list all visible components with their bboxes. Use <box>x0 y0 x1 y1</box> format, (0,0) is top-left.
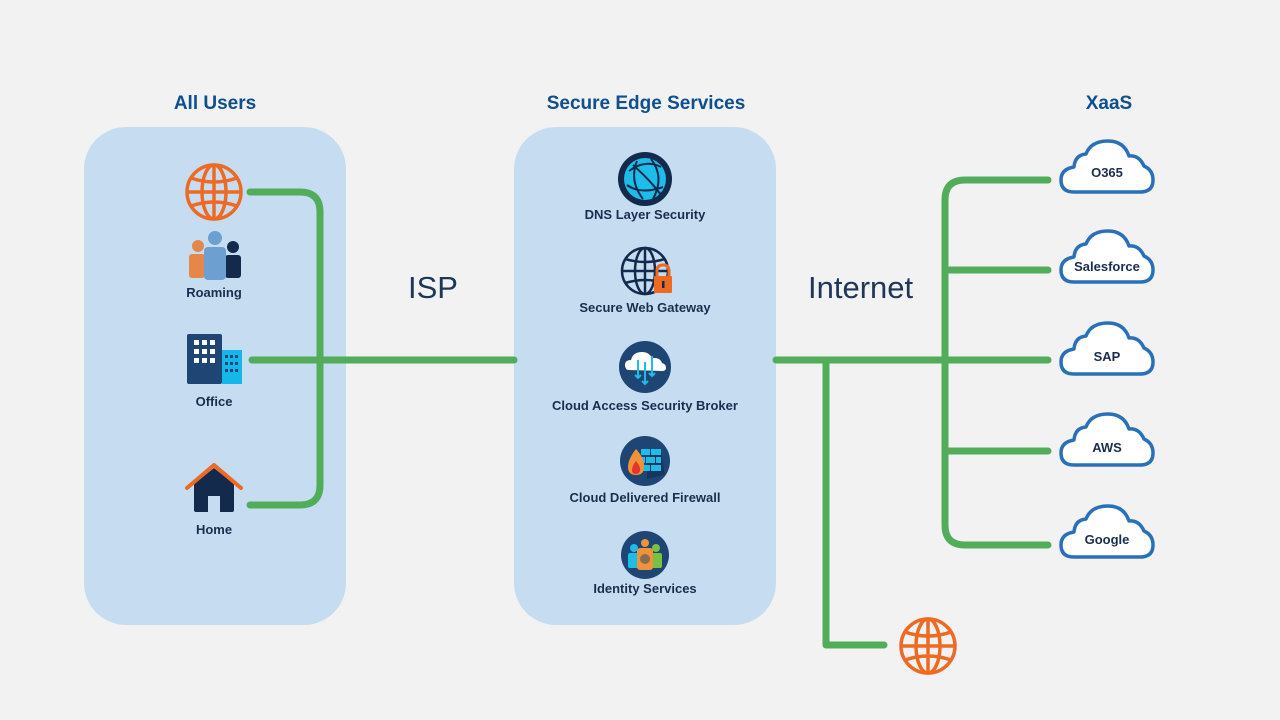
cloud-delivered-firewall-label: Cloud Delivered Firewall <box>569 490 721 505</box>
o365-cloud-icon[interactable] <box>1058 138 1156 196</box>
office-label: Office <box>195 394 233 409</box>
isp-label: ISP <box>408 270 458 305</box>
secure-edge-services-heading: Secure Edge Services <box>546 93 746 114</box>
aws-label: AWS <box>1092 440 1122 455</box>
xaas-heading: XaaS <box>1085 93 1133 114</box>
roaming-users-icon <box>189 231 241 280</box>
identity-icon <box>621 531 669 579</box>
secure-web-gateway-label: Secure Web Gateway <box>579 300 711 315</box>
internet-label: Internet <box>808 270 914 305</box>
home-icon <box>185 463 243 512</box>
roaming-label: Roaming <box>186 285 242 300</box>
identity-services-label: Identity Services <box>593 581 697 596</box>
salesforce-label: Salesforce <box>1074 259 1140 274</box>
firewall-icon <box>620 436 670 486</box>
xaas-bracket <box>941 176 1052 549</box>
internet-globe-link <box>822 358 888 649</box>
globe-lock-icon <box>620 246 672 296</box>
globe-icon <box>185 163 243 221</box>
dns-layer-security-label: DNS Layer Security <box>584 207 706 222</box>
dns-globe-icon <box>618 152 672 206</box>
salesforce-cloud-icon[interactable] <box>1058 228 1156 286</box>
google-cloud-icon[interactable] <box>1058 503 1156 561</box>
aws-cloud-icon[interactable] <box>1058 411 1156 469</box>
o365-label: O365 <box>1091 165 1123 180</box>
cloud-access-security-broker-label: Cloud Access Security Broker <box>552 398 738 413</box>
sap-cloud-icon[interactable] <box>1058 320 1156 378</box>
cloud-download-icon <box>619 341 671 393</box>
office-building-icon <box>187 334 242 384</box>
internet-globe-icon <box>899 617 957 675</box>
sap-label: SAP <box>1093 349 1121 364</box>
all-users-heading: All Users <box>173 93 257 114</box>
home-label: Home <box>195 522 233 537</box>
google-label: Google <box>1084 532 1130 547</box>
roaming-link <box>246 188 324 509</box>
